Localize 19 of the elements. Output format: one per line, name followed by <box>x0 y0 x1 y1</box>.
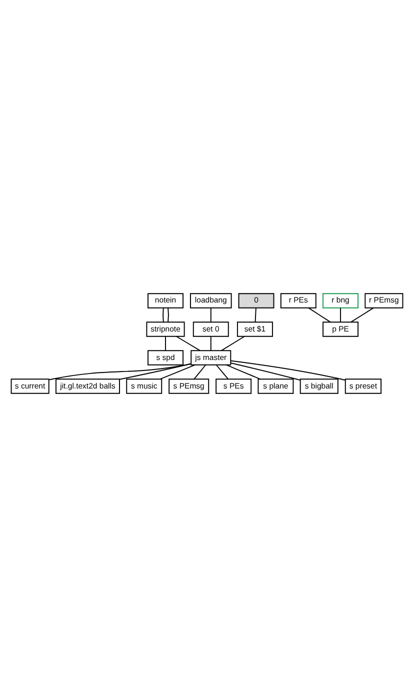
connector <box>220 336 245 352</box>
connector <box>119 363 192 380</box>
connector <box>254 307 256 323</box>
connector <box>194 364 206 380</box>
connector <box>162 307 164 323</box>
connector <box>160 364 196 380</box>
connector <box>176 336 200 352</box>
connector <box>350 307 374 323</box>
connector <box>165 336 166 352</box>
connector <box>226 364 261 380</box>
connector <box>216 364 229 380</box>
connector <box>210 336 212 352</box>
connector <box>230 360 346 381</box>
connector <box>210 307 212 323</box>
connector <box>308 307 331 323</box>
connector <box>340 307 341 323</box>
connector <box>48 363 192 380</box>
connector <box>168 307 169 323</box>
connector <box>230 362 301 381</box>
